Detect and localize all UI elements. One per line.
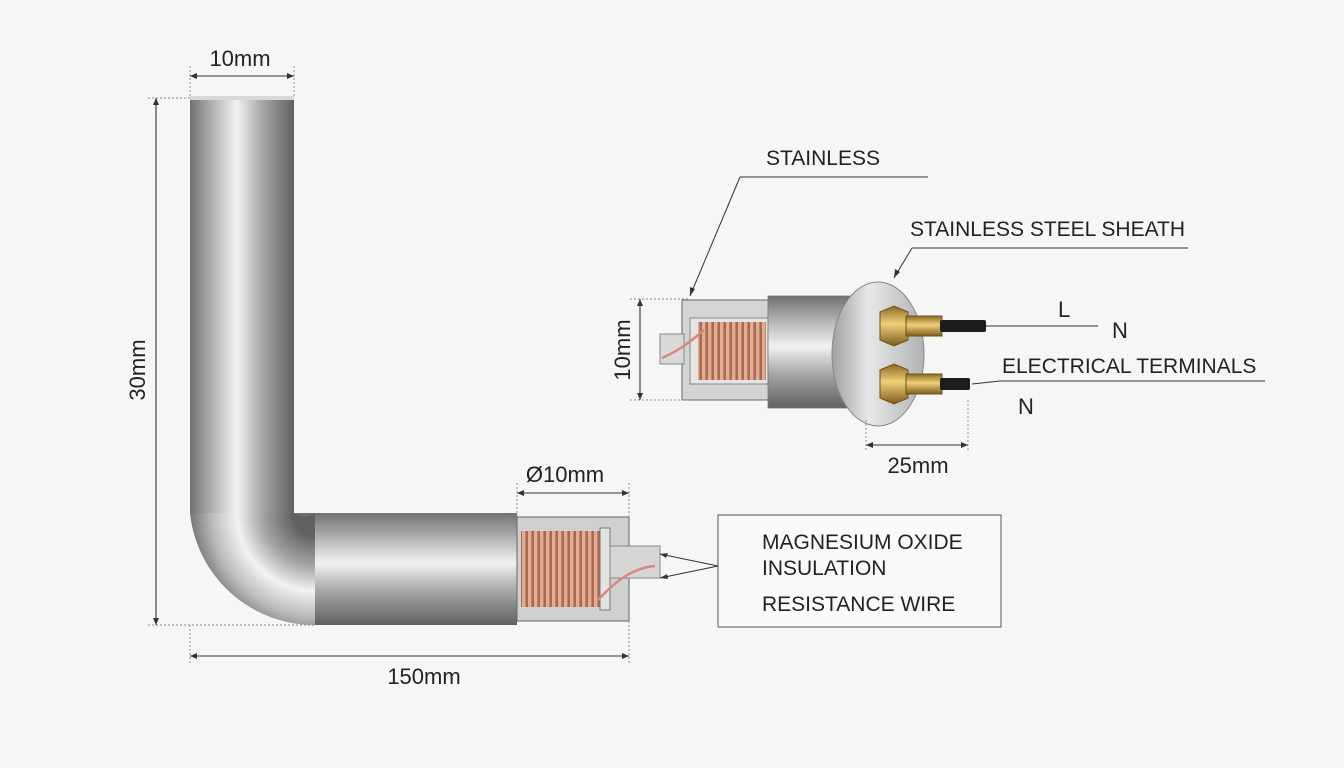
dim-top-width-label: 10mm: [209, 46, 270, 71]
vertical-tube-section: [190, 98, 294, 513]
callout-sheath-label: STAINLESS STEEL SHEATH: [910, 218, 1185, 241]
dim-height: 30mm: [125, 97, 315, 626]
detail-resistance-coil: [698, 322, 766, 380]
terminal-upper: [879, 305, 986, 347]
dim-length-label: 150mm: [387, 664, 460, 689]
dim-detail-diameter: 10mm: [610, 298, 690, 401]
terminal-detail: [659, 281, 986, 427]
legend-line-3: RESISTANCE WIRE: [762, 593, 955, 616]
dim-end-diameter-label: Ø10mm: [526, 462, 604, 487]
callout-terminals-label: ELECTRICAL TERMINALS: [1002, 355, 1256, 378]
terminal-flange: [831, 281, 925, 427]
resistance-coil: [521, 531, 607, 607]
horizontal-tube-section: [315, 513, 517, 625]
legend-line-1: MAGNESIUM OXIDE: [762, 531, 963, 554]
dim-height-label: 30mm: [125, 339, 150, 400]
dim-top-width: 10mm: [189, 46, 295, 96]
terminal-n1-label: N: [1112, 318, 1128, 343]
terminal-l-label: L: [1058, 297, 1070, 322]
insulation-core: [609, 545, 661, 579]
dim-detail-diameter-label: 10mm: [610, 319, 635, 380]
callout-terminal-lines: L N ELECTRICAL TERMINALS N: [971, 297, 1265, 419]
dim-end-diameter: Ø10mm: [516, 462, 630, 517]
tube-bend: [190, 513, 315, 626]
l-shaped-heating-tube: [190, 96, 661, 626]
dim-terminal-length: 25mm: [865, 400, 969, 478]
dim-terminal-length-label: 25mm: [887, 453, 948, 478]
callout-sheath: STAINLESS STEEL SHEATH: [893, 218, 1188, 279]
callout-stainless-label: STAINLESS: [766, 147, 880, 170]
terminal-n2-label: N: [1018, 394, 1034, 419]
terminal-lower: [879, 363, 970, 405]
callout-stainless: STAINLESS: [689, 147, 928, 297]
dim-length: 150mm: [189, 621, 630, 689]
legend-line-2: INSULATION: [762, 557, 886, 580]
legend-box: MAGNESIUM OXIDE INSULATION RESISTANCE WI…: [659, 514, 1002, 628]
